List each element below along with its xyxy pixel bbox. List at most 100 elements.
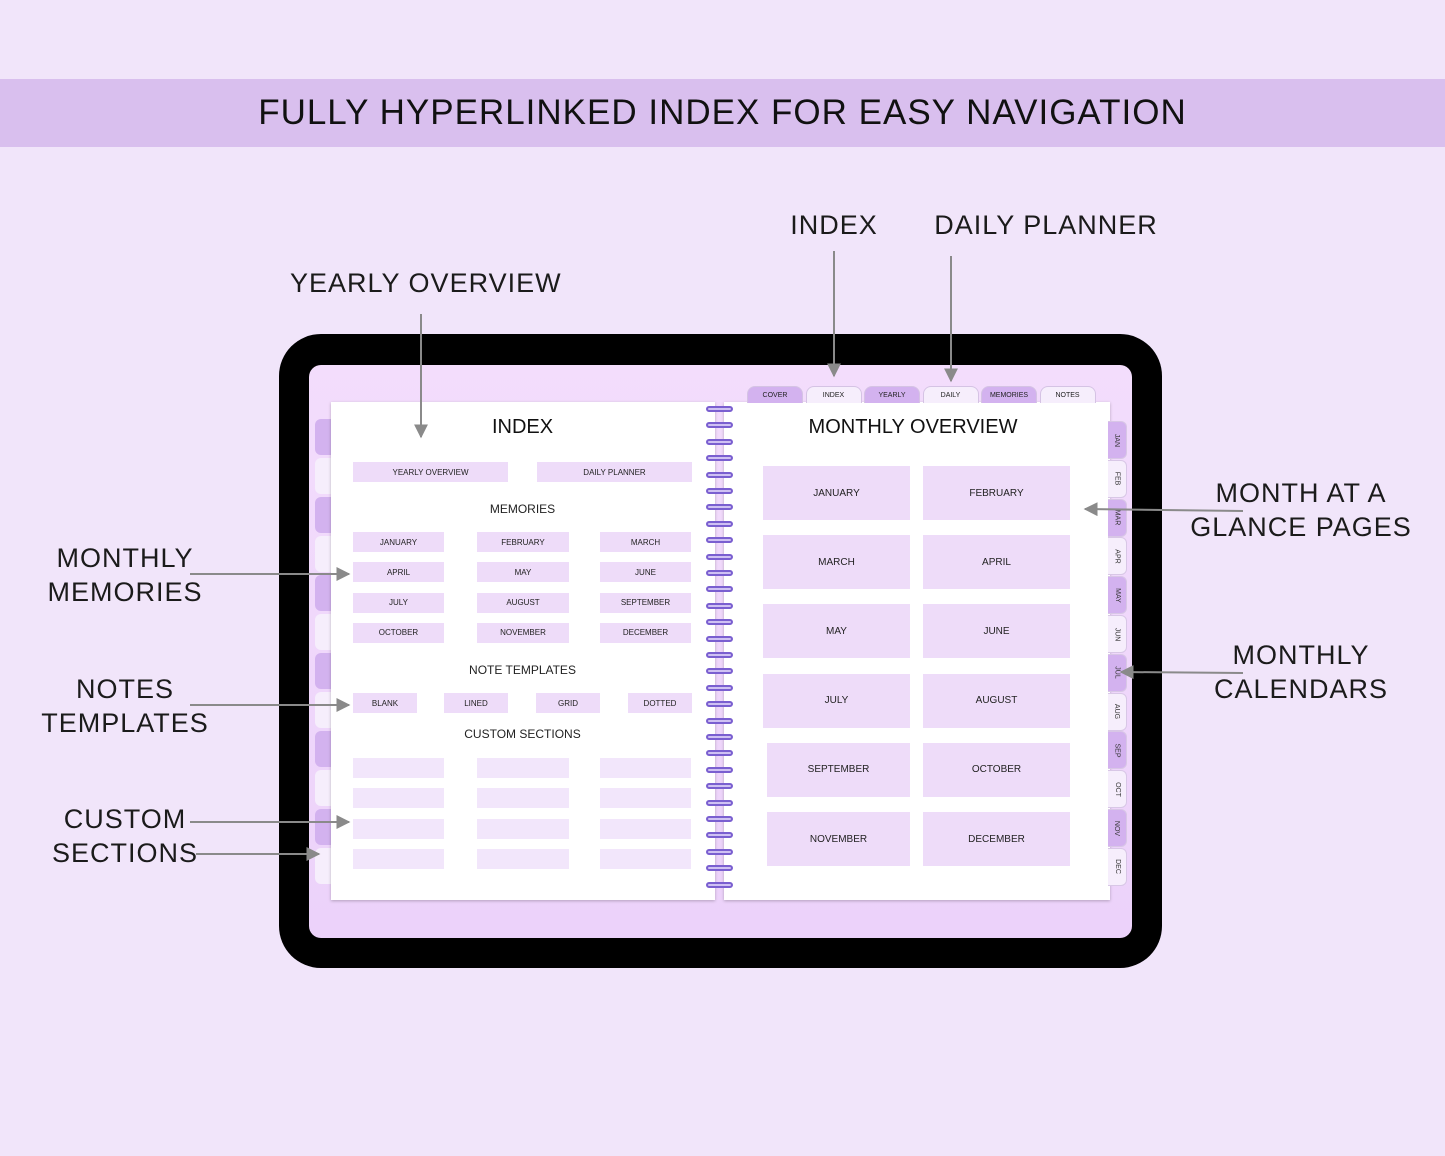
month-tab-jan[interactable]: JAN [1108, 421, 1127, 459]
month-link-december[interactable]: DECEMBER [923, 812, 1070, 866]
callout-notes-templates: NOTES TEMPLATES [40, 672, 210, 740]
custom-section-slot[interactable] [353, 848, 444, 869]
daily-planner-link[interactable]: DAILY PLANNER [537, 462, 692, 482]
month-tab-label: MAY [1113, 587, 1121, 603]
spiral-coil [706, 701, 733, 708]
memory-link-july[interactable]: JULY [353, 592, 444, 613]
month-link-november[interactable]: NOVEMBER [767, 812, 910, 866]
callout-custom-sections: CUSTOM SECTIONS [40, 802, 210, 870]
month-link-june[interactable]: JUNE [923, 604, 1070, 659]
callout-monthly-calendars-line1: MONTHLY [1232, 640, 1370, 670]
month-tab-aug[interactable]: AUG [1108, 692, 1127, 731]
month-tab-jul[interactable]: JUL [1108, 653, 1127, 692]
memory-link-april[interactable]: APRIL [353, 562, 444, 583]
left-tab [315, 770, 333, 806]
custom-section-slot[interactable] [353, 818, 444, 839]
spiral-coil [706, 504, 733, 511]
tab-index[interactable]: INDEX [805, 386, 862, 403]
memory-link-december[interactable]: DECEMBER [600, 622, 691, 643]
month-tab-may[interactable]: MAY [1108, 576, 1127, 615]
memory-link-may[interactable]: MAY [477, 562, 569, 583]
left-tab [315, 614, 333, 650]
month-tab-sep[interactable]: SEP [1108, 731, 1127, 770]
month-link-september[interactable]: SEPTEMBER [767, 742, 910, 797]
tab-yearly[interactable]: YEARLY [864, 386, 920, 403]
spiral-coil [706, 832, 733, 839]
callout-yearly-overview: YEARLY OVERVIEW [290, 268, 562, 298]
index-title: INDEX [491, 416, 554, 438]
left-tab [315, 692, 333, 728]
monthly-overview-title: MONTHLY OVERVIEW [808, 416, 1018, 438]
memory-link-september[interactable]: SEPTEMBER [600, 592, 691, 613]
spiral-coil [706, 668, 733, 675]
month-tab-apr[interactable]: APR [1108, 537, 1127, 576]
month-tab-mar[interactable]: MAR [1108, 498, 1127, 537]
note-template-link-lined[interactable]: LINED [444, 693, 508, 713]
spiral-coil [706, 406, 733, 412]
month-tab-label: AUG [1113, 704, 1121, 720]
left-tab [315, 653, 333, 689]
callout-month-glance-line2: GLANCE PAGES [1190, 512, 1412, 542]
custom-section-slot[interactable] [477, 788, 569, 809]
month-link-october[interactable]: OCTOBER [923, 742, 1070, 797]
spiral-coil [706, 750, 733, 757]
memory-link-march[interactable]: MARCH [600, 532, 691, 552]
memory-link-october[interactable]: OCTOBER [353, 622, 444, 643]
spiral-coil [706, 766, 733, 773]
left-tab [315, 809, 333, 845]
custom-section-slot[interactable] [353, 788, 444, 809]
left-tab [315, 497, 333, 533]
memory-link-january[interactable]: JANUARY [353, 532, 444, 552]
month-tab-oct[interactable]: OCT [1108, 770, 1127, 809]
month-link-april[interactable]: APRIL [923, 535, 1070, 590]
custom-section-slot[interactable] [477, 758, 569, 778]
month-tab-jun[interactable]: JUN [1108, 615, 1127, 653]
month-tab-label: FEB [1113, 471, 1121, 486]
memory-link-june[interactable]: JUNE [600, 562, 691, 583]
month-tab-label: NOV [1113, 820, 1121, 836]
note-template-link-dotted[interactable]: DOTTED [628, 693, 692, 713]
spiral-coil [706, 438, 733, 445]
custom-section-slot[interactable] [353, 758, 444, 778]
note-template-link-blank[interactable]: BLANK [353, 693, 417, 713]
custom-section-slot[interactable] [477, 848, 569, 869]
month-tab-dec[interactable]: DEC [1108, 847, 1127, 886]
memory-link-august[interactable]: AUGUST [477, 592, 569, 613]
month-tab-label: JAN [1113, 433, 1121, 447]
left-tab [315, 731, 333, 767]
month-link-february[interactable]: FEBRUARY [923, 466, 1070, 520]
spiral-coil [706, 816, 733, 822]
month-tab-nov[interactable]: NOV [1108, 809, 1127, 847]
tab-notes[interactable]: NOTES [1039, 386, 1096, 403]
callout-monthly-memories-line1: MONTHLY [56, 543, 194, 573]
month-link-january[interactable]: JANUARY [763, 466, 910, 520]
callout-custom-sections-line2: SECTIONS [51, 838, 199, 868]
callout-month-glance: MONTH AT A GLANCE PAGES [1190, 476, 1412, 544]
custom-section-slot[interactable] [600, 788, 691, 809]
spiral-coil [706, 684, 733, 691]
tab-daily[interactable]: DAILY [922, 386, 979, 403]
yearly-overview-link[interactable]: YEARLY OVERVIEW [353, 462, 508, 482]
month-tab-feb[interactable]: FEB [1108, 459, 1127, 498]
spiral-coil [706, 652, 733, 658]
note-template-link-grid[interactable]: GRID [536, 693, 600, 713]
month-link-march[interactable]: MARCH [763, 535, 910, 590]
month-link-july[interactable]: JULY [763, 673, 910, 728]
memory-link-november[interactable]: NOVEMBER [477, 622, 569, 643]
custom-section-slot[interactable] [600, 758, 691, 778]
custom-section-slot[interactable] [477, 818, 569, 839]
month-link-may[interactable]: MAY [763, 604, 910, 659]
custom-section-slot[interactable] [600, 818, 691, 839]
custom-section-slot[interactable] [600, 848, 691, 869]
callout-daily-planner: DAILY PLANNER [934, 210, 1158, 240]
left-tab [315, 419, 333, 455]
spiral-coil [706, 422, 733, 429]
custom-sections-title: CUSTOM SECTIONS [464, 727, 581, 741]
spiral-coil [706, 881, 733, 888]
tab-cover[interactable]: COVER [747, 386, 803, 403]
memory-link-february[interactable]: FEBRUARY [477, 532, 569, 552]
spiral-coil [706, 570, 733, 576]
tab-memories[interactable]: MEMORIES [981, 386, 1037, 403]
month-link-august[interactable]: AUGUST [923, 673, 1070, 728]
index-page [331, 402, 715, 900]
